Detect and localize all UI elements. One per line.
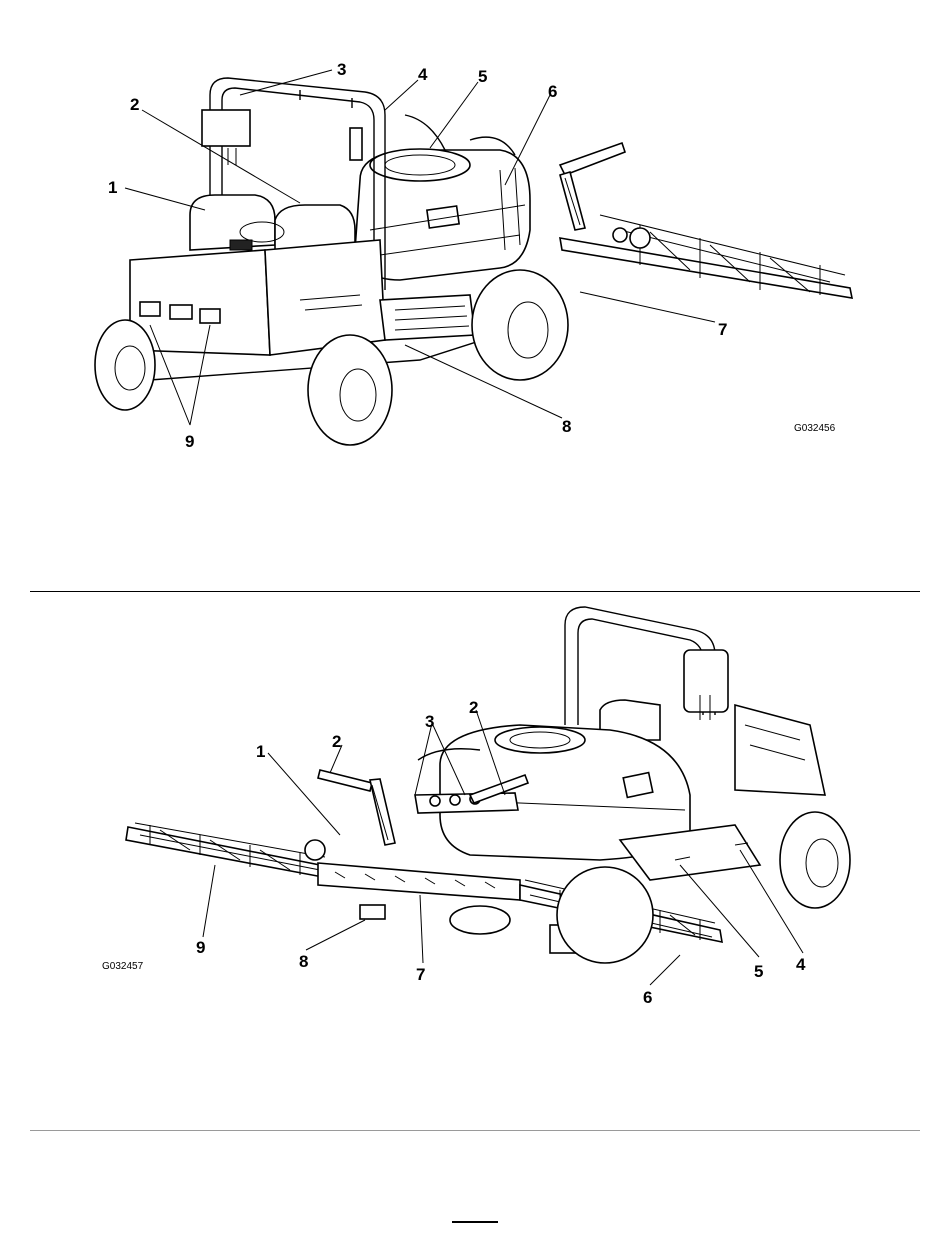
callout-3: 3 (425, 712, 434, 731)
operator-area (130, 195, 385, 355)
callout-4: 4 (796, 955, 806, 974)
figure-bottom-sprayer-front-view: 1 2 2 3 4 5 6 7 8 9 G032457 (0, 595, 950, 1015)
figure-id: G032457 (102, 961, 144, 972)
sprayer-front-illustration: 1 2 2 3 4 5 6 7 8 9 G032457 (0, 595, 950, 1015)
callout-6: 6 (643, 988, 652, 1007)
page-number-underline (452, 1221, 498, 1223)
callout-8: 8 (562, 417, 571, 436)
callout-2: 2 (130, 95, 139, 114)
callout-5: 5 (754, 962, 763, 981)
callout-7: 7 (416, 965, 425, 984)
sprayer-rear-illustration: 1 2 3 4 5 6 7 8 9 G032456 (0, 0, 950, 470)
callout-2a: 2 (332, 732, 341, 751)
section-divider (30, 1130, 920, 1131)
callout-2b: 2 (469, 698, 478, 717)
callout-5: 5 (478, 67, 487, 86)
callout-6: 6 (548, 82, 557, 101)
boom-center-section (318, 863, 520, 934)
boom-arm-left (126, 823, 330, 878)
callout-9: 9 (196, 938, 205, 957)
callout-3: 3 (337, 60, 346, 79)
callout-7: 7 (718, 320, 727, 339)
fill-hose (405, 115, 445, 150)
boom-lift-arm (318, 770, 395, 845)
callout-4: 4 (418, 65, 428, 84)
boom-arm-right (560, 215, 852, 298)
section-divider (30, 591, 920, 592)
callout-8: 8 (299, 952, 308, 971)
step-plate (380, 295, 475, 340)
callout-1: 1 (256, 742, 265, 761)
callout-1: 1 (108, 178, 117, 197)
figure-top-sprayer-rear-view: 1 2 3 4 5 6 7 8 9 G032456 (0, 0, 950, 470)
boom-lift-arm (560, 143, 625, 230)
figure-id: G032456 (794, 423, 836, 434)
callout-9: 9 (185, 432, 194, 451)
